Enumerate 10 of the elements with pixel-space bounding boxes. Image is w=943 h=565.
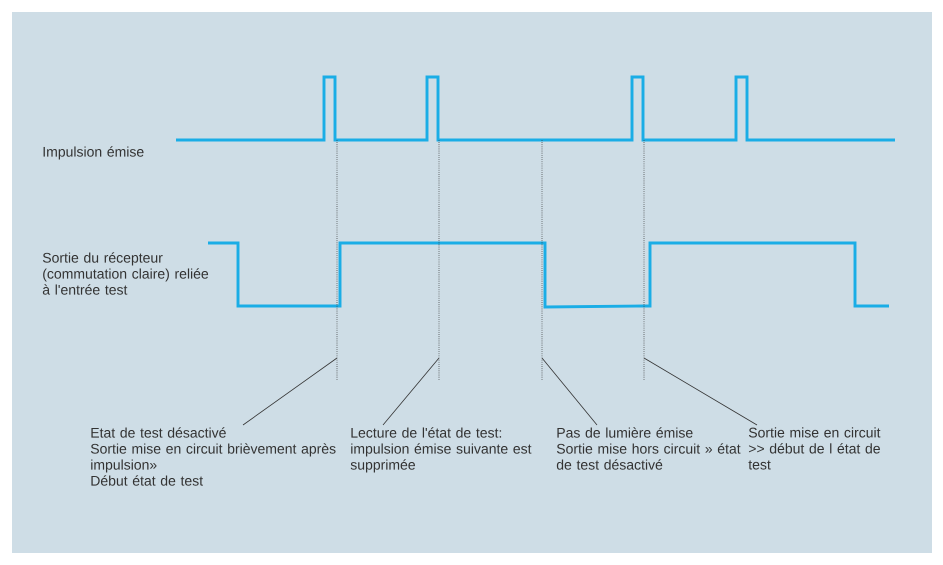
annotation-text: Pas de lumière émise Sortie mise hors circuit » état de test désactivé [556, 427, 741, 470]
annotation-text: Sortie mise en circuit >> début de l état de test [748, 427, 880, 470]
signal-label: Impulsion émise [44, 146, 144, 160]
leader-line [382, 358, 440, 426]
leader-line [644, 358, 758, 426]
annotation-text: Lecture de l'état de test: impulsion émise suivante est supprimée [350, 427, 532, 472]
annotation-text: Etat de test désactivé Sortie mise en circuit brièvement après impulsion» Début état de test [90, 427, 336, 486]
leader-line [542, 358, 598, 426]
signal-label: Sortie du récepteur (commutation claire) reliée à l'entrée test [42, 252, 208, 295]
leader-line [242, 358, 338, 426]
